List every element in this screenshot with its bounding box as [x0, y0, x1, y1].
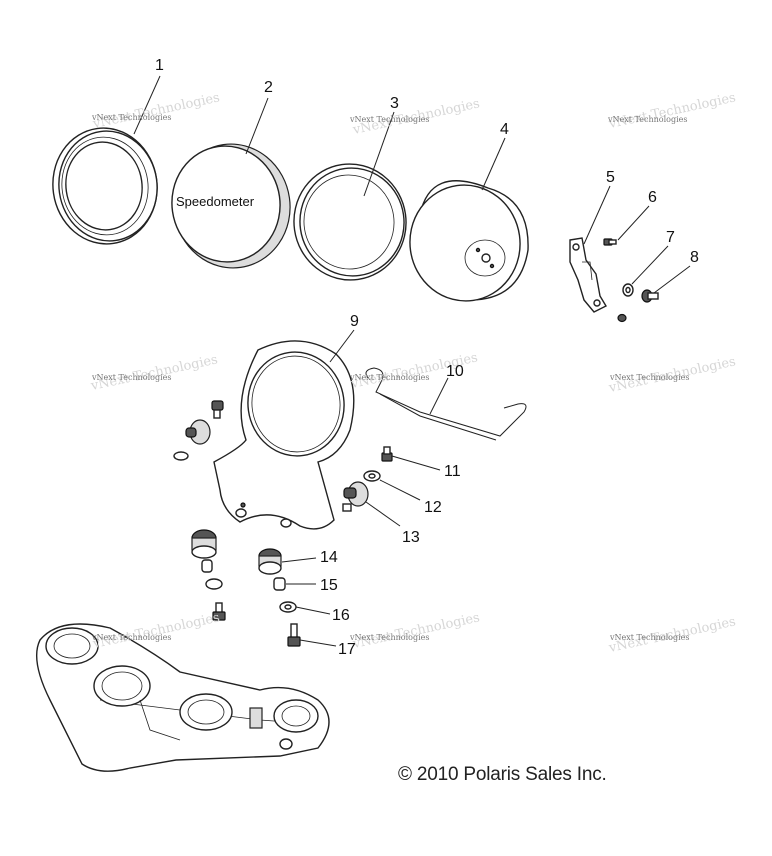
- part-17-bolt: [287, 623, 301, 647]
- callout-12: 12: [424, 499, 442, 516]
- callout-6: 6: [648, 189, 657, 206]
- part-7-washer: [622, 283, 634, 297]
- part-10-cable: [365, 367, 527, 441]
- part-small-nut: [617, 313, 627, 323]
- callout-13: 13: [402, 529, 420, 546]
- watermark-text: vNext Technologies: [91, 113, 171, 122]
- speedometer-face-label: Speedometer: [176, 194, 255, 209]
- part-3-lens-ring: [293, 163, 407, 281]
- part-14-grommet: [258, 548, 282, 575]
- callout-15: 15: [320, 577, 338, 594]
- callout-14: 14: [320, 549, 338, 566]
- callout-5: 5: [606, 169, 615, 186]
- part-5-bracket: [569, 237, 607, 313]
- callout-7: 7: [666, 229, 675, 246]
- callout-16: 16: [332, 607, 350, 624]
- callout-10: 10: [446, 363, 464, 380]
- part-4-gauge-housing: [409, 180, 529, 302]
- watermark-text: vNext Technologies: [349, 373, 429, 382]
- watermark-ghost: vNext Technologies: [607, 90, 737, 132]
- watermark-text: vNext Technologies: [349, 115, 429, 124]
- callout-3: 3: [390, 95, 399, 112]
- part-9-mount-bracket: [213, 340, 355, 530]
- callout-9: 9: [350, 313, 359, 330]
- part-13-rubber-mount: [342, 481, 369, 512]
- watermark-text: vNext Technologies: [91, 633, 171, 642]
- callout-11: 11: [444, 463, 461, 480]
- callout-4: 4: [500, 121, 509, 138]
- callout-8: 8: [690, 249, 699, 266]
- copyright-notice: © 2010 Polaris Sales Inc.: [398, 764, 607, 785]
- part-6-screw: [603, 238, 617, 246]
- part-15-spacer: [273, 577, 286, 591]
- watermark-text: vNext Technologies: [609, 373, 689, 382]
- part-triple-clamp: [35, 623, 330, 772]
- part-left-mount-stud: [173, 400, 224, 461]
- part-1-bezel-ring: [52, 127, 158, 245]
- part-8-bolt: [641, 289, 659, 303]
- callout-2: 2: [264, 79, 273, 96]
- part-12-washer: [363, 470, 381, 482]
- watermark-ghost: vNext Technologies: [351, 610, 481, 652]
- watermark-text: vNext Technologies: [91, 373, 171, 382]
- part-2-speedometer: [171, 143, 291, 269]
- leader-lines: [133, 75, 691, 647]
- part-11-bolt: [381, 446, 393, 462]
- watermark-text: vNext Technologies: [349, 633, 429, 642]
- watermark-ghost: vNext Technologies: [91, 90, 221, 132]
- part-16-washer: [279, 601, 297, 613]
- callout-1: 1: [155, 57, 164, 74]
- part-left-grommet-stack: [191, 529, 226, 621]
- watermark-text: vNext Technologies: [607, 115, 687, 124]
- callout-17: 17: [338, 641, 356, 658]
- watermark-text: vNext Technologies: [609, 633, 689, 642]
- callout-numbers: 1 2 3 4 5 6 7 8 9 10 11 12 13 14 15 16 1…: [155, 57, 699, 658]
